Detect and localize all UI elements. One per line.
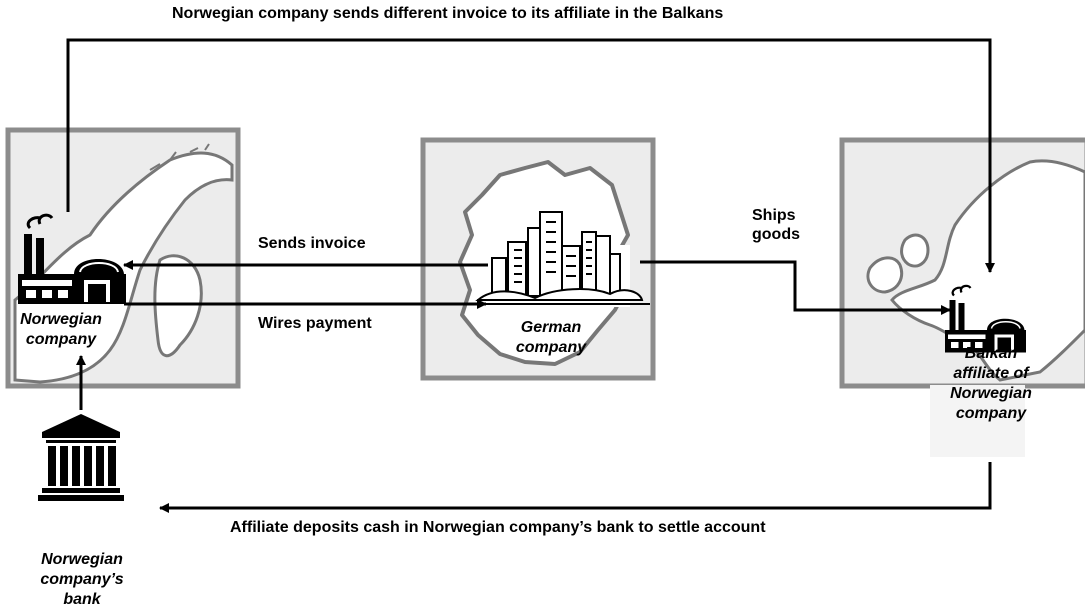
caption-line: Norwegian: [950, 385, 1032, 402]
norwegian-company-label: Norwegian company: [0, 310, 122, 350]
ships-goods-arrow: [640, 260, 951, 315]
ships-goods-label: Ships goods: [752, 206, 800, 244]
deposit-arrow: [159, 462, 992, 513]
caption-line: company: [25, 331, 97, 348]
german-company-label: German company: [496, 318, 606, 358]
norwegian-bank-label: Norwegian company’s bank: [12, 550, 152, 610]
wires-payment-label: Wires payment: [258, 315, 372, 332]
balkan-affiliate-label: Balkan affiliate of Norwegian company: [922, 344, 1060, 424]
caption-line: Norwegian: [20, 311, 102, 328]
factory-icon: [18, 213, 126, 304]
caption-line: company: [955, 405, 1027, 422]
caption-line: Balkan: [964, 345, 1018, 362]
factory-icon: [945, 284, 1026, 353]
ships-goods-line: goods: [752, 226, 800, 243]
caption-line: affiliate of: [953, 365, 1029, 382]
city-skyline-icon: [470, 211, 650, 307]
caption-line: German: [520, 319, 582, 336]
caption-line: company: [515, 339, 587, 356]
caption-line: Norwegian: [41, 551, 123, 568]
sends-invoice-label: Sends invoice: [258, 235, 366, 252]
top-invoice-arrow: [66, 38, 995, 273]
caption-line: company’s: [40, 571, 124, 588]
speckle-texture: [930, 385, 1025, 457]
deposit-label: Affiliate deposits cash in Norwegian com…: [230, 519, 766, 536]
ships-goods-line: Ships: [752, 207, 796, 224]
bank-building-icon: [38, 414, 124, 501]
top-invoice-label: Norwegian company sends different invoic…: [172, 5, 724, 22]
caption-line: bank: [63, 591, 101, 608]
